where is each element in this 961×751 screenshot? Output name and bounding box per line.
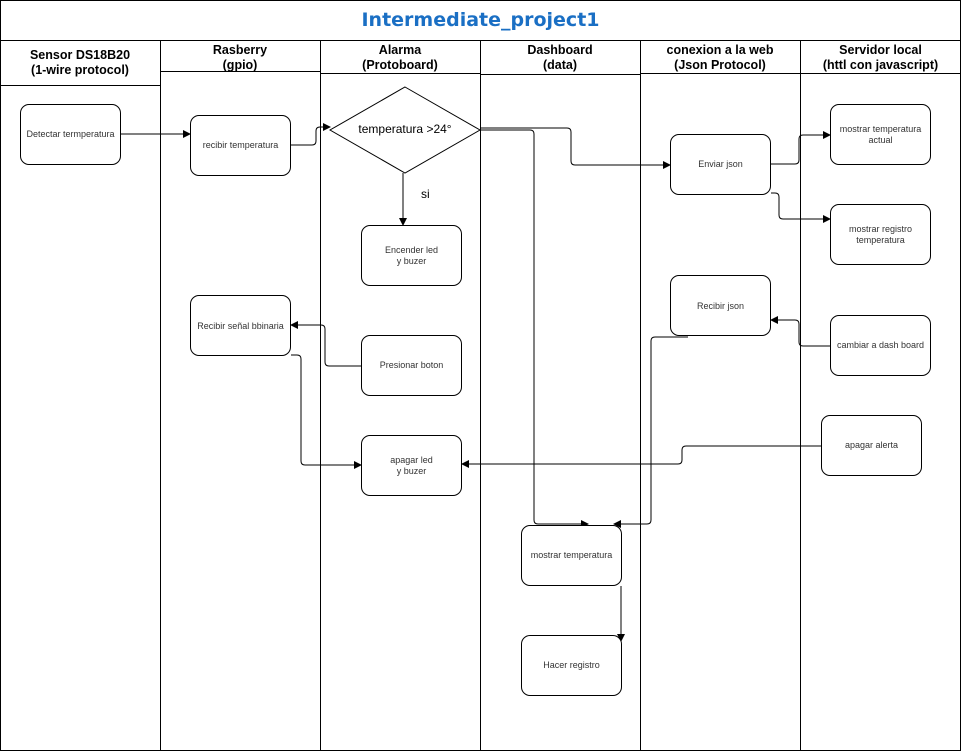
edges bbox=[121, 123, 831, 642]
node-mostrar-registro[interactable]: mostrar registro temperatura bbox=[830, 204, 931, 265]
lane-header-web: conexion a la web (Json Protocol) bbox=[640, 41, 800, 75]
lane-header-lines bbox=[0, 71, 961, 86]
node-cambiar-dashboard[interactable]: cambiar a dash board bbox=[830, 315, 931, 376]
lane-title: Sensor DS18B20 bbox=[29, 48, 131, 62]
lane-subtitle: (Protoboard) bbox=[362, 58, 438, 72]
lane-subtitle: (1-wire protocol) bbox=[31, 63, 129, 77]
node-mostrar-temperatura-dashboard[interactable]: mostrar temperatura bbox=[521, 525, 622, 586]
lane-subtitle: (data) bbox=[542, 58, 578, 72]
lane-header-sensor: Sensor DS18B20 (1-wire protocol) bbox=[0, 44, 160, 82]
lane-title: Servidor local bbox=[839, 43, 922, 57]
node-detectar-temperatura[interactable]: Detectar termperatura bbox=[20, 104, 121, 165]
edge-enviar-to-registro bbox=[771, 192, 831, 223]
node-hacer-registro[interactable]: Hacer registro bbox=[521, 635, 622, 696]
lane-header-alarma: Alarma (Protoboard) bbox=[320, 41, 480, 75]
node-apagar-led[interactable]: apagar led y buzer bbox=[361, 435, 462, 496]
node-recibir-senal[interactable]: Recibir señal bbinaria bbox=[190, 295, 291, 356]
node-recibir-json[interactable]: Recibir json bbox=[670, 275, 771, 336]
edge-recibir-json-to-mostrar-dash bbox=[613, 336, 688, 528]
lane-subtitle: (gpio) bbox=[222, 58, 258, 72]
edge-label-si: si bbox=[421, 187, 430, 201]
node-apagar-alerta[interactable]: apagar alerta bbox=[821, 415, 922, 476]
edge-presionar-to-recibir-senal bbox=[290, 321, 361, 367]
lane-title: Rasberry bbox=[212, 43, 268, 57]
lane-header-rasberry: Rasberry (gpio) bbox=[160, 41, 320, 75]
edge-recibir-senal-to-apagar bbox=[291, 354, 362, 469]
edge-enviar-to-actual bbox=[771, 131, 831, 165]
edge-decision-to-mostrar-dash bbox=[480, 129, 589, 528]
edge-alerta-to-apagar bbox=[461, 445, 821, 468]
node-presionar-boton[interactable]: Presionar boton bbox=[361, 335, 462, 396]
decision-diamond bbox=[328, 86, 482, 174]
lane-title: Dashboard bbox=[527, 43, 593, 57]
edge-recibir-to-decision bbox=[291, 123, 331, 146]
decision-label[interactable]: temperatura >24° bbox=[358, 122, 452, 136]
node-encender-led[interactable]: Encender led y buzer bbox=[361, 225, 462, 286]
edge-cambiar-to-recibir-json bbox=[770, 316, 830, 347]
lane-title: conexion a la web bbox=[666, 43, 774, 57]
edge-decision-to-enviar bbox=[480, 127, 671, 169]
node-recibir-temperatura[interactable]: recibir temperatura bbox=[190, 115, 291, 176]
lane-header-dashboard: Dashboard (data) bbox=[480, 41, 640, 75]
lane-separators bbox=[160, 40, 801, 751]
lane-subtitle: (httl con javascript) bbox=[822, 58, 939, 72]
node-enviar-json[interactable]: Enviar json bbox=[670, 134, 771, 195]
lane-header-servidor: Servidor local (httl con javascript) bbox=[800, 41, 961, 75]
page-title: Intermediate_project1 bbox=[361, 9, 600, 31]
lane-subtitle: (Json Protocol) bbox=[674, 58, 766, 72]
node-mostrar-temperatura-actual[interactable]: mostrar temperatura actual bbox=[830, 104, 931, 165]
lane-title: Alarma bbox=[378, 43, 422, 57]
